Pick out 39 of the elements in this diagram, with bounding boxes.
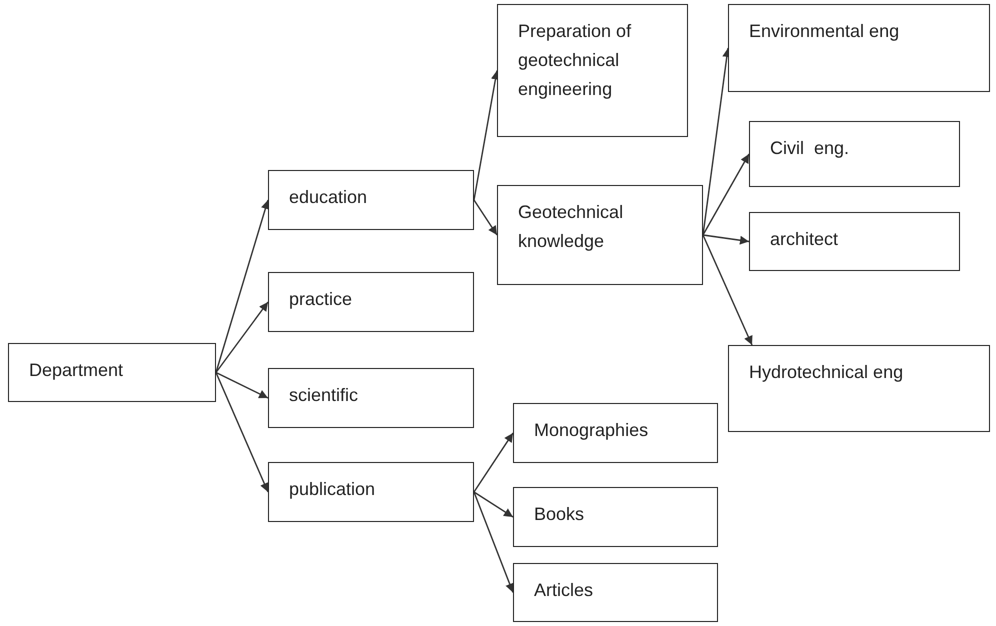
arrow: [702, 234, 753, 346]
process-box: [749, 121, 960, 187]
arrow: [473, 492, 514, 593]
arrow: [473, 200, 498, 236]
node-label: scientific: [289, 384, 360, 407]
process-box: [749, 212, 960, 271]
process-box: [728, 345, 990, 432]
node-label: Department: [29, 359, 124, 382]
arrow: [474, 491, 514, 518]
node-label: Civil eng.: [770, 137, 850, 160]
node-label: publication: [289, 478, 376, 501]
node-label: practice: [289, 288, 354, 311]
arrow: [215, 302, 269, 373]
arrow: [216, 372, 268, 399]
arrow: [473, 432, 514, 492]
node-label: architect: [770, 228, 840, 251]
process-box: [268, 368, 474, 428]
node-label: Environmental eng: [749, 20, 900, 43]
process-box: [513, 487, 718, 547]
arrow: [702, 234, 750, 245]
process-box: [268, 272, 474, 332]
process-box: [497, 185, 703, 285]
node-label: Books: [534, 503, 586, 526]
process-box: [8, 343, 216, 402]
process-box: [497, 4, 688, 137]
node-label: education: [289, 186, 368, 209]
node-label: Monographies: [534, 419, 650, 442]
process-box: [728, 4, 990, 92]
node-label: Articles: [534, 579, 594, 602]
arrow: [215, 200, 270, 373]
process-box: [268, 170, 474, 230]
node-label: Preparation of geotechnical engineering: [518, 20, 632, 101]
process-box: [513, 563, 718, 622]
node-label: Hydrotechnical eng: [749, 361, 904, 384]
arrow: [702, 154, 750, 236]
arrow: [215, 372, 269, 492]
node-label: Geotechnical knowledge: [518, 201, 624, 253]
process-box: [513, 403, 718, 463]
process-box: [268, 462, 474, 522]
